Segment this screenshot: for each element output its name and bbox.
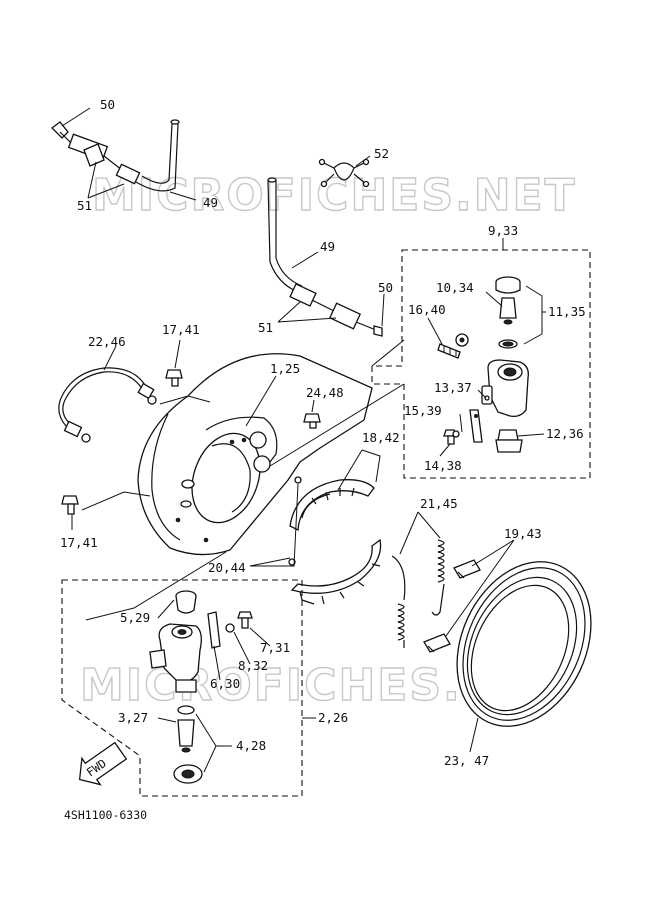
label-51-mid: 51 bbox=[258, 320, 273, 335]
clip-52 bbox=[318, 158, 370, 188]
wheel-cylinder-parts bbox=[437, 276, 529, 453]
brake-cable bbox=[58, 367, 157, 443]
label-13-37: 13,37 bbox=[434, 380, 472, 395]
brake-drum bbox=[456, 561, 592, 727]
label-4-28: 4,28 bbox=[236, 738, 266, 753]
label-50-top: 50 bbox=[100, 97, 115, 112]
label-19-43: 19,43 bbox=[504, 526, 542, 541]
label-7-31: 7,31 bbox=[260, 640, 290, 655]
label-49-top: 49 bbox=[203, 195, 218, 210]
group-box-9-33 bbox=[371, 249, 591, 479]
label-9-33: 9,33 bbox=[488, 223, 518, 238]
bolt-17-41-top bbox=[165, 369, 183, 387]
label-1-25: 1,25 bbox=[270, 361, 300, 376]
fwd-arrow-icon: FWD bbox=[78, 741, 128, 786]
watermark-top: MICROFICHES.NET bbox=[92, 170, 577, 221]
label-51-top: 51 bbox=[77, 198, 92, 213]
label-24-48: 24,48 bbox=[306, 385, 344, 400]
return-springs bbox=[391, 539, 445, 648]
label-8-32: 8,32 bbox=[238, 658, 268, 673]
label-17-41-top: 17,41 bbox=[162, 322, 200, 337]
bolt-17-41-bottom bbox=[61, 495, 79, 515]
label-22-46: 22,46 bbox=[88, 334, 126, 349]
label-17-41-bottom: 17,41 bbox=[60, 535, 98, 550]
label-2-26: 2,26 bbox=[318, 710, 348, 725]
label-20-44: 20,44 bbox=[208, 560, 246, 575]
label-5-29: 5,29 bbox=[120, 610, 150, 625]
label-3-27: 3,27 bbox=[118, 710, 148, 725]
label-12-36: 12,36 bbox=[546, 426, 584, 441]
label-50-mid: 50 bbox=[378, 280, 393, 295]
label-21-45: 21,45 bbox=[420, 496, 458, 511]
label-52: 52 bbox=[374, 146, 389, 161]
label-23-47: 23, 47 bbox=[444, 753, 489, 768]
label-16-40: 16,40 bbox=[408, 302, 446, 317]
label-6-30: 6,30 bbox=[210, 676, 240, 691]
hose-assembly-mid bbox=[267, 177, 383, 337]
label-11-35: 11,35 bbox=[548, 304, 586, 319]
diagram-code: 4SH1100-6330 bbox=[64, 808, 147, 822]
label-49-mid: 49 bbox=[320, 239, 335, 254]
brake-shoes bbox=[288, 476, 382, 605]
label-15-39: 15,39 bbox=[404, 403, 442, 418]
label-14-38: 14,38 bbox=[424, 458, 462, 473]
hose-assembly-top bbox=[51, 119, 180, 192]
group-box-2-26 bbox=[61, 579, 303, 797]
master-cylinder-parts bbox=[149, 590, 253, 784]
label-18-42: 18,42 bbox=[362, 430, 400, 445]
label-10-34: 10,34 bbox=[436, 280, 474, 295]
bolt-24-48 bbox=[303, 413, 321, 429]
